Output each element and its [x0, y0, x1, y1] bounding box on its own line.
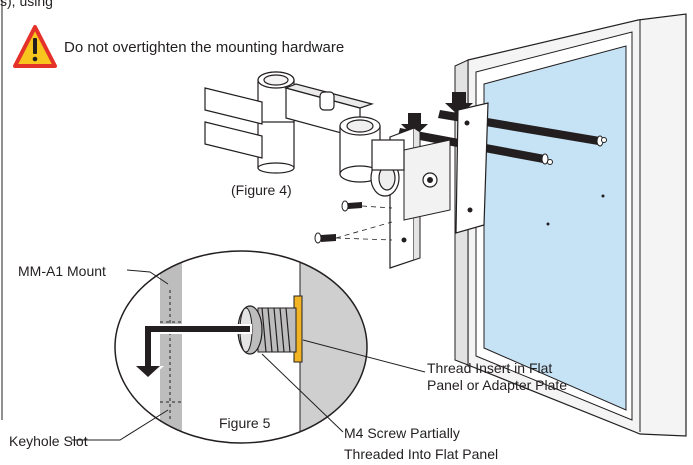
thread-insert-line2: Panel or Adapter Plate — [427, 377, 568, 393]
screw-label-line1: M4 Screw Partially — [344, 425, 460, 441]
down-arrows — [401, 92, 473, 137]
thread-insert-label: Thread Insert in Flat Panel or Adapter P… — [427, 360, 567, 394]
figure4-label: (Figure 4) — [231, 182, 292, 198]
detail-circle-outline — [114, 250, 368, 444]
figure5-label: Figure 5 — [219, 415, 271, 431]
warning-text: Do not overtighten the mounting hardware — [64, 39, 345, 56]
leader-lines — [71, 269, 426, 441]
top-text-fragment: s), using — [0, 0, 53, 9]
articulating-arm — [204, 71, 405, 197]
keyhole-slot-label: Keyhole Slot — [9, 433, 88, 449]
monitor-screen — [483, 45, 627, 411]
warning-triangle-icon — [13, 25, 57, 68]
screw-label-line2: Threaded Into Flat Panel — [344, 446, 499, 462]
mount-label: MM-A1 Mount — [18, 263, 106, 279]
screw-label: M4 Screw Partially Threaded Into Flat Pa… — [344, 423, 498, 465]
thread-insert-line1: Thread Insert in Flat — [427, 360, 553, 376]
small-screws — [314, 200, 393, 244]
